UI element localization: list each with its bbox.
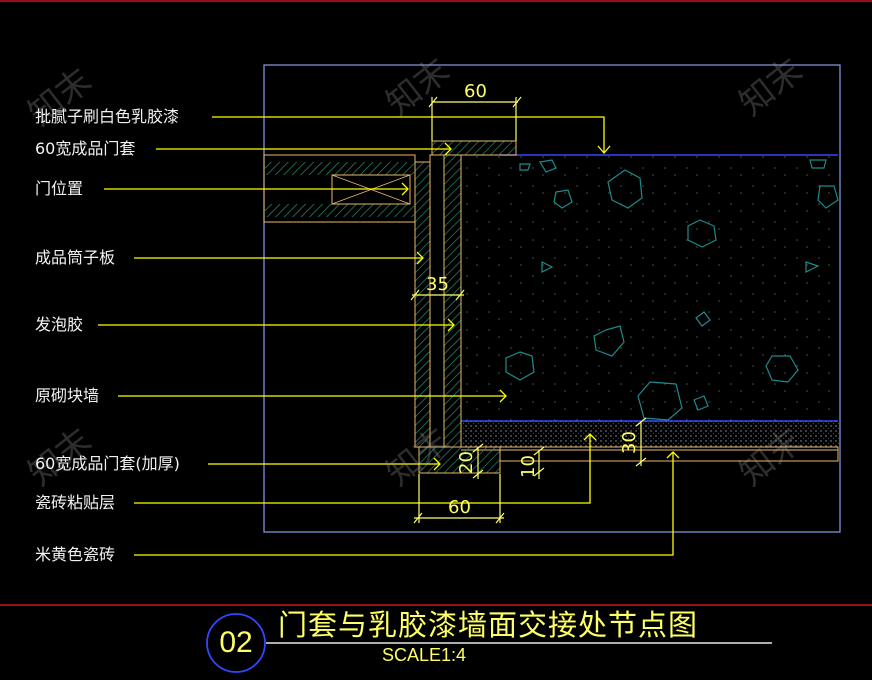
door-leaf bbox=[263, 154, 416, 223]
tile-adhesive-layer bbox=[461, 421, 839, 447]
dim-inner-depth: 35 bbox=[426, 274, 449, 295]
label-beige-tile: 米黄色瓷砖 bbox=[35, 545, 116, 564]
label-putty-latex-paint: 批腻子刷白色乳胶漆 bbox=[35, 107, 180, 126]
drawing-number-circle bbox=[206, 613, 266, 673]
label-foam-glue: 发泡胶 bbox=[35, 315, 84, 334]
label-jamb-board: 成品筒子板 bbox=[35, 248, 116, 267]
block-wall bbox=[461, 155, 839, 421]
dim-bottom-width: 60 bbox=[448, 497, 471, 518]
leader-lines bbox=[98, 116, 680, 556]
detail-border bbox=[263, 64, 841, 533]
foam-layer bbox=[429, 154, 445, 448]
label-tile-adhesive: 瓷砖粘贴层 bbox=[35, 493, 116, 512]
jamb-board bbox=[414, 161, 431, 448]
dim-bottom-thickness: 20 bbox=[456, 451, 477, 474]
label-door-position: 门位置 bbox=[35, 179, 84, 198]
label-block-wall: 原砌块墙 bbox=[35, 386, 100, 405]
drawing-scale: SCALE1:4 bbox=[382, 645, 467, 665]
aggregate-shapes bbox=[505, 159, 839, 421]
top-casing bbox=[431, 140, 517, 156]
label-door-casing-60: 60宽成品门套 bbox=[35, 139, 136, 158]
drawing-title: 门套与乳胶漆墙面交接处节点图 bbox=[278, 608, 699, 642]
wall-edge bbox=[443, 154, 462, 448]
dim-tile-gap: 10 bbox=[518, 455, 539, 478]
dimension-lines bbox=[410, 96, 647, 524]
label-door-casing-thick: 60宽成品门套(加厚) bbox=[35, 454, 180, 473]
dim-tile-layer: 30 bbox=[619, 431, 640, 454]
dim-top-width: 60 bbox=[464, 81, 487, 102]
bottom-casing bbox=[418, 446, 501, 474]
drawing-number: 02 bbox=[219, 626, 253, 659]
